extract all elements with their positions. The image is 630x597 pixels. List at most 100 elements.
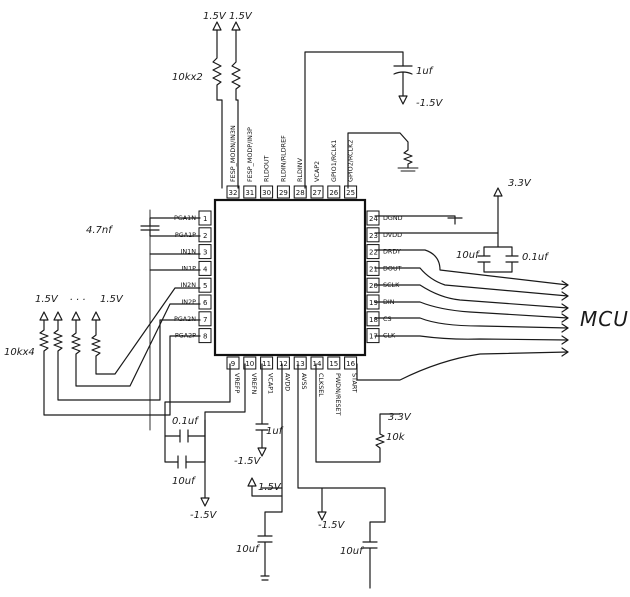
pin-label-15: PWDN/RESET [334,373,342,416]
pin-label-24: DGND [383,214,403,222]
pin-number-24: 24 [369,215,378,223]
pin-box-7 [198,311,212,327]
pin-box-31 [243,185,257,199]
pin-number-15: 15 [329,360,338,368]
pin-number-28: 28 [296,189,305,197]
pin-box-23 [366,227,380,243]
bus-arrowheads [561,280,569,357]
pin-label-29: RLDIN/RLDREF [279,135,287,182]
pin-label-18: CS [383,315,392,323]
pin-number-26: 26 [329,189,338,197]
avss-v-label: -1.5V [318,520,346,531]
vcap2-v-label: -1.5V [416,98,444,109]
pin-number-27: 27 [313,189,322,197]
top-resistor-1 [212,29,223,189]
pin-box-18 [366,311,380,327]
pin-label-23: DVDD [383,231,402,239]
pin-label-6: IN2P [181,298,196,306]
left-bias-network: 1.5V . . . 1.5V 10kx4 [4,287,201,416]
vref-wire-inner [204,363,246,499]
vcap2-network: 1uf -1.5V [304,51,444,189]
vref-v-label: -1.5V [190,510,218,521]
vcap1-cap-label: 1uf [266,426,284,437]
start-line [356,351,569,381]
pin-label-4: IN1P [181,264,196,272]
pin-label-2: PGA1P [175,231,196,239]
pin-label-26: GPIO1/RCLK1 [330,140,338,182]
pin-number-1: 1 [203,215,207,223]
pwdn-v-label: 3.3V [388,412,412,423]
pin-label-11: VCAP1 [267,373,275,394]
left-v1-label: 1.5V [35,294,59,305]
pin-number-2: 2 [203,232,207,240]
pin-box-29 [276,185,290,199]
dgnd-wire [374,215,463,225]
pin-number-6: 6 [203,299,208,307]
top-bias-network: 1.5V 1.5V 10kx2 [172,11,253,189]
pin-label-10: VREFN [250,373,258,395]
avdd-v-label: 1.5V [258,482,282,493]
pin-label-3: IN1N [180,248,196,256]
pin-number-23: 23 [369,232,378,240]
pin-number-22: 22 [369,249,378,257]
left-resistor-4 [91,287,201,375]
left-resistor-1 [39,319,201,416]
pin-label-9: VREFP [233,373,241,394]
mcu-bus: MCU [356,249,628,381]
vref-network: 0.1uf 10uf -1.5V [164,363,246,521]
pin-number-25: 25 [346,189,355,197]
vref-cap2-label: 10uf [172,476,196,487]
pin-box-26 [327,185,341,199]
dvdd-network: 3.3V 10uf 0.1uf [374,178,549,273]
sclk-line [374,284,569,309]
pin-label-7: PGA2N [174,315,196,323]
pin-box-27 [310,185,324,199]
pin-number-20: 20 [369,282,378,290]
top-resistor-label: 10kx2 [172,72,203,83]
vcap2-neg-arrow [398,95,408,105]
pin-label-12: AVDD [283,373,291,391]
pga-cap-label: 4.7nf [86,225,113,236]
pin-box-12 [276,356,290,370]
left-resistor-2 [53,319,201,401]
pin-number-18: 18 [369,316,378,324]
pin-label-13: AVSS [300,373,308,389]
pin-box-4 [198,260,212,276]
pwdn-pullup-wire [315,363,401,463]
pin-number-7: 7 [203,316,207,324]
top-resistor-2 [231,29,241,189]
pin-number-3: 3 [203,249,207,257]
pin-box-32 [226,185,240,199]
pin-number-31: 31 [245,189,254,197]
vcap1-capacitor [255,363,269,449]
pin-box-16 [344,356,358,370]
pin-box-5 [198,277,212,293]
pin-number-14: 14 [313,360,322,368]
cs-line [374,317,569,329]
pin-label-14: CLKSEL [317,373,325,397]
pin-box-10 [243,356,257,370]
vcap2-capacitor [393,65,413,97]
in1-wires [149,253,201,271]
pin-label-31: FESP_MODP/IN3P [246,127,254,182]
pin-label-27: VCAP2 [313,161,321,182]
pin-number-17: 17 [369,333,378,341]
vcap1-v-label: -1.5V [234,456,262,467]
pin-label-25: GPIO2/RCLK2 [347,140,355,182]
pin-number-16: 16 [346,360,355,368]
pin-label-22: DRDY [383,248,401,256]
avdd-cap-label: 10uf [236,544,260,555]
pin-box-24 [366,210,380,226]
pin-box-30 [260,185,274,199]
dvdd-supply-arrow [493,187,503,197]
gpio2-wire [347,132,413,189]
avdd-network: 1.5V 10uf [236,363,283,581]
vref-wire-outer [164,363,231,463]
avdd-wire [257,363,283,581]
pin-number-19: 19 [369,299,378,307]
avss-neg-arrow [317,511,327,521]
dvdd-cap1-label: 10uf [456,250,480,261]
pin-label-32: FESP_MODN/IN3N [229,125,237,182]
pin-number-5: 5 [203,282,207,290]
